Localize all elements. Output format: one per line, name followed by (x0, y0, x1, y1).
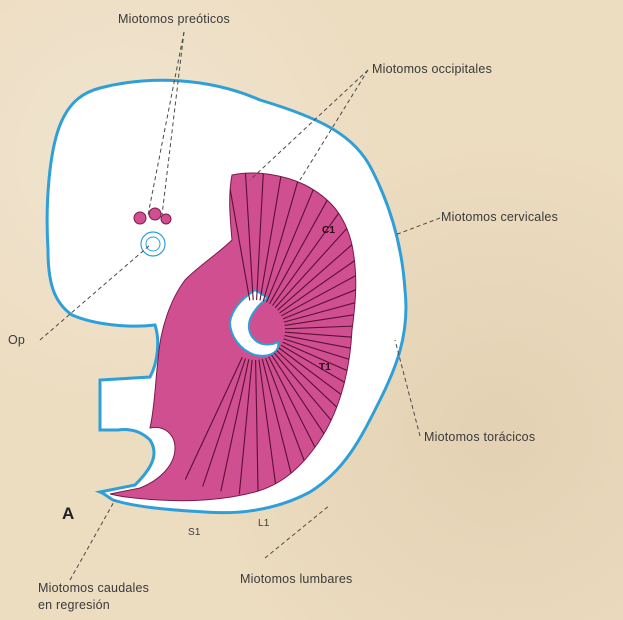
panel-letter: A (62, 504, 74, 524)
label-miotomos-lumbares: Miotomos lumbares (240, 572, 352, 586)
label-miotomos-caudales: Miotomos caudales (38, 581, 149, 595)
leader-toracicos (395, 340, 420, 436)
leader-caudales (70, 500, 115, 580)
segment-label-l1: L1 (258, 518, 270, 529)
label-en-regresion: en regresión (38, 598, 110, 612)
segment-label-c1: C1 (322, 225, 335, 236)
segment-label-s1: S1 (188, 527, 201, 538)
leader-cervicales (395, 218, 440, 235)
segment-label-t1: T1 (319, 362, 331, 373)
label-miotomos-cervicales: Miotomos cervicales (441, 210, 558, 224)
label-miotomos-preoticos: Miotomos preóticos (118, 12, 230, 26)
label-miotomos-toracicos: Miotomos torácicos (424, 430, 535, 444)
leader-lumbares (265, 505, 330, 558)
label-op: Op (8, 333, 25, 347)
label-miotomos-occipitales: Miotomos occipitales (372, 62, 492, 76)
